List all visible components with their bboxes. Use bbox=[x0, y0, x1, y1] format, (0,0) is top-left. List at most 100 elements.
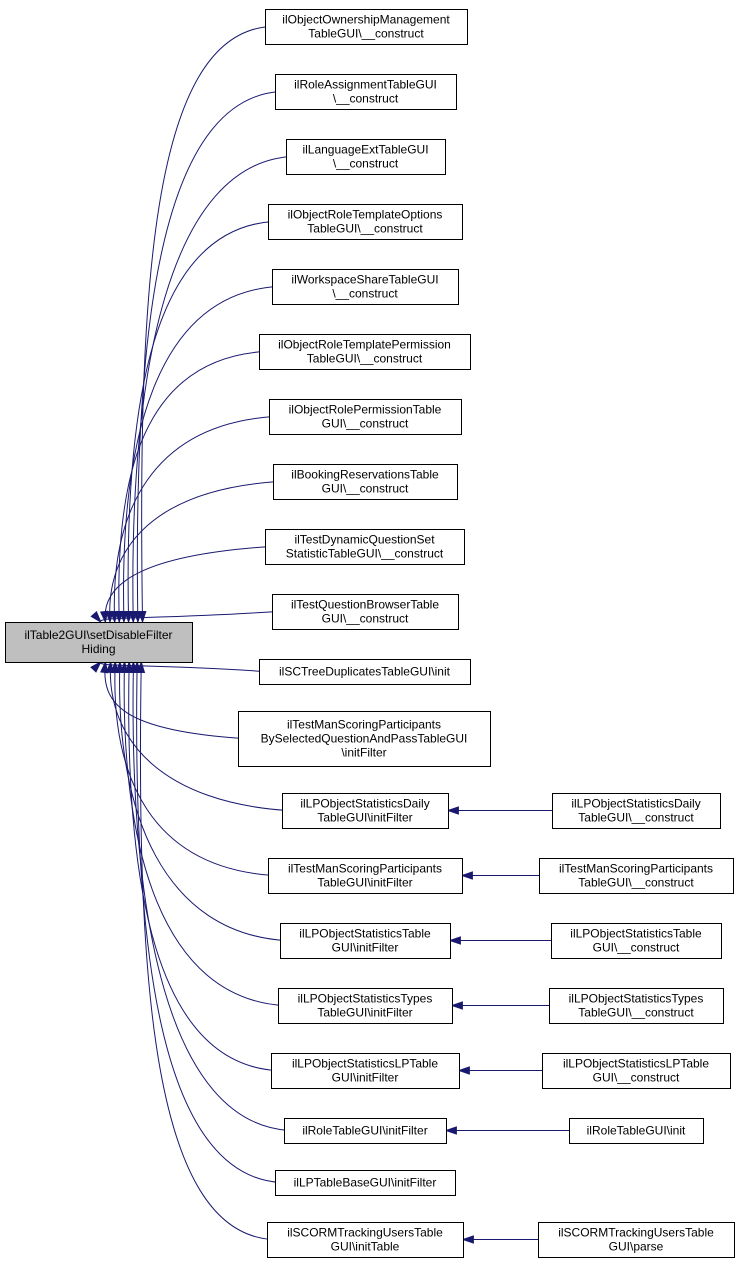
node-label-line: GUI\initFilter bbox=[332, 941, 399, 955]
node-ilworkspacesharetablegui-construct[interactable]: ilWorkspaceShareTableGUI\__construct bbox=[272, 269, 459, 305]
node-ilobjectrolepermissiontablegui-construct[interactable]: ilObjectRolePermissionTableGUI\__constru… bbox=[269, 399, 462, 435]
node-label-line: ilWorkspaceShareTableGUI bbox=[291, 273, 438, 287]
node-label-line: ilSCTreeDuplicatesTableGUI\init bbox=[279, 665, 451, 679]
node-label-line: \__construct bbox=[332, 287, 398, 301]
node-iltestmanscoringparticipantsbyselectedquestionandpasstablegui-initfilter[interactable]: ilTestManScoringParticipantsBySelectedQu… bbox=[238, 711, 491, 767]
node-label-line: GUI\__construct bbox=[322, 612, 409, 626]
node-box bbox=[569, 1118, 704, 1144]
node-box bbox=[551, 923, 722, 959]
node-box bbox=[259, 334, 471, 370]
arrow-head-icon bbox=[448, 936, 461, 945]
node-box bbox=[280, 923, 451, 959]
call-edge bbox=[119, 661, 286, 941]
node-label-line: ilLPObjectStatisticsLPTable bbox=[292, 1057, 438, 1071]
node-label-line: TableGUI\initFilter bbox=[317, 1006, 412, 1020]
arrow-head-icon bbox=[460, 871, 473, 880]
node-box bbox=[552, 793, 721, 829]
node-box bbox=[284, 1118, 447, 1144]
node-label-line: StatisticTableGUI\__construct bbox=[286, 547, 444, 561]
node-label-line: TableGUI\__construct bbox=[307, 222, 423, 236]
node-box bbox=[275, 1170, 456, 1196]
arrow-head-icon bbox=[105, 610, 114, 624]
call-edge bbox=[136, 91, 281, 623]
node-ilsctreeduplicatestablegui-init[interactable]: ilSCTreeDuplicatesTableGUI\init bbox=[259, 659, 471, 685]
node-ilbookingreservationstablegui-construct[interactable]: ilBookingReservationsTableGUI\__construc… bbox=[273, 464, 458, 500]
node-label-line: TableGUI\__construct bbox=[307, 352, 423, 366]
node-label-line: ilObjectOwnershipManagement bbox=[282, 13, 450, 27]
node-ilroletablegui-initfilter[interactable]: ilRoleTableGUI\initFilter bbox=[284, 1118, 447, 1144]
node-label-line: ilLPObjectStatisticsTypes bbox=[569, 992, 704, 1006]
node-illpobjectstatisticslptablegui-construct[interactable]: ilLPObjectStatisticsLPTableGUI\__constru… bbox=[542, 1053, 731, 1089]
node-illpobjectstatisticstypestablegui-initfilter[interactable]: ilLPObjectStatisticsTypesTableGUI\initFi… bbox=[278, 988, 453, 1024]
node-label-line: ilRoleAssignmentTableGUI bbox=[294, 78, 437, 92]
node-box bbox=[286, 139, 446, 175]
node-iltestdynamicquestionsetstatistictablegui-construct[interactable]: ilTestDynamicQuestionSetStatisticTableGU… bbox=[265, 529, 465, 565]
arrow-head-icon bbox=[450, 1001, 463, 1010]
node-box bbox=[549, 988, 724, 1024]
node-label-line: \__construct bbox=[333, 92, 399, 106]
node-label-line: TableGUI\__construct bbox=[308, 27, 424, 41]
node-box bbox=[271, 1053, 460, 1089]
node-illpobjectstatisticsdailytablegui-initfilter[interactable]: ilLPObjectStatisticsDailyTableGUI\initFi… bbox=[282, 793, 449, 829]
node-ilobjectroletemplateoptionstablegui-construct[interactable]: ilObjectRoleTemplateOptionsTableGUI\__co… bbox=[268, 204, 463, 240]
node-label-line: Hiding bbox=[81, 642, 115, 656]
call-edge bbox=[123, 661, 284, 1006]
node-label-line: GUI\initTable bbox=[331, 1240, 400, 1254]
node-ilroletablegui-init[interactable]: ilRoleTableGUI\init bbox=[569, 1118, 704, 1144]
node-label-line: GUI\__construct bbox=[593, 1071, 680, 1085]
node-ilroleassignmenttablegui-construct[interactable]: ilRoleAssignmentTableGUI\__construct bbox=[275, 74, 457, 110]
call-edge bbox=[104, 661, 244, 739]
node-box bbox=[272, 594, 459, 630]
call-edge bbox=[100, 611, 278, 623]
node-label-line: GUI\initFilter bbox=[332, 1071, 399, 1085]
call-edge bbox=[132, 156, 292, 623]
node-box bbox=[273, 464, 458, 500]
node-label-line: ilLPTableBaseGUI\initFilter bbox=[294, 1176, 437, 1190]
node-illpobjectstatisticsdailytablegui-construct[interactable]: ilLPObjectStatisticsDailyTableGUI\__cons… bbox=[552, 793, 721, 829]
call-edge bbox=[127, 221, 274, 623]
arrow-head-icon bbox=[446, 806, 459, 815]
node-ilobjectroletemplatepermissiontablegui-construct[interactable]: ilObjectRoleTemplatePermissionTableGUI\_… bbox=[259, 334, 471, 370]
node-box bbox=[265, 529, 465, 565]
node-label-line: BySelectedQuestionAndPassTableGUI bbox=[261, 732, 468, 746]
node-label-line: ilTestQuestionBrowserTable bbox=[291, 598, 439, 612]
node-illpobjectstatisticstypestablegui-construct[interactable]: ilLPObjectStatisticsTypesTableGUI\__cons… bbox=[549, 988, 724, 1024]
node-label-line: ilLPObjectStatisticsTable bbox=[299, 927, 431, 941]
node-iltestmanscoringparticipantstablegui-initfilter[interactable]: ilTestManScoringParticipantsTableGUI\ini… bbox=[268, 858, 463, 894]
node-iltestmanscoringparticipantstablegui-construct[interactable]: ilTestManScoringParticipantsTableGUI\__c… bbox=[539, 858, 734, 894]
node-label-line: TableGUI\__construct bbox=[578, 876, 694, 890]
node-label-line: ilObjectRoleTemplateOptions bbox=[288, 208, 443, 222]
call-edge bbox=[132, 661, 290, 1131]
node-label-line: ilObjectRolePermissionTable bbox=[289, 403, 442, 417]
node-iltestquestionbrowsertablegui-construct[interactable]: ilTestQuestionBrowserTableGUI\__construc… bbox=[272, 594, 459, 630]
node-label-line: GUI\__construct bbox=[322, 417, 409, 431]
call-edge bbox=[113, 416, 275, 623]
arrow-head-icon bbox=[457, 1066, 470, 1075]
call-edge bbox=[123, 286, 278, 623]
node-label-line: ilSCORMTrackingUsersTable bbox=[558, 1226, 714, 1240]
node-illptablebasegui-initfilter[interactable]: ilLPTableBaseGUI\initFilter bbox=[275, 1170, 456, 1196]
node-ilobjectownershipmanagementtablegui-construct[interactable]: ilObjectOwnershipManagementTableGUI\__co… bbox=[265, 9, 468, 45]
call-edge bbox=[139, 661, 273, 1240]
node-box bbox=[267, 1222, 464, 1258]
node-box bbox=[268, 204, 463, 240]
node-label-line: TableGUI\__construct bbox=[578, 1006, 694, 1020]
node-box bbox=[278, 988, 453, 1024]
node-label-line: GUI\__construct bbox=[593, 941, 680, 955]
node-label-line: ilTestManScoringParticipants bbox=[287, 718, 441, 732]
node-label-line: GUI\__construct bbox=[322, 482, 409, 496]
node-box bbox=[5, 622, 193, 663]
node-box bbox=[539, 858, 734, 894]
node-illpobjectstatisticslptablegui-initfilter[interactable]: ilLPObjectStatisticsLPTableGUI\initFilte… bbox=[271, 1053, 460, 1089]
node-illanguageexttablegui-construct[interactable]: ilLanguageExtTableGUI\__construct bbox=[286, 139, 446, 175]
arrow-head-icon bbox=[461, 1235, 474, 1244]
node-box bbox=[272, 269, 459, 305]
node-box bbox=[538, 1222, 735, 1258]
